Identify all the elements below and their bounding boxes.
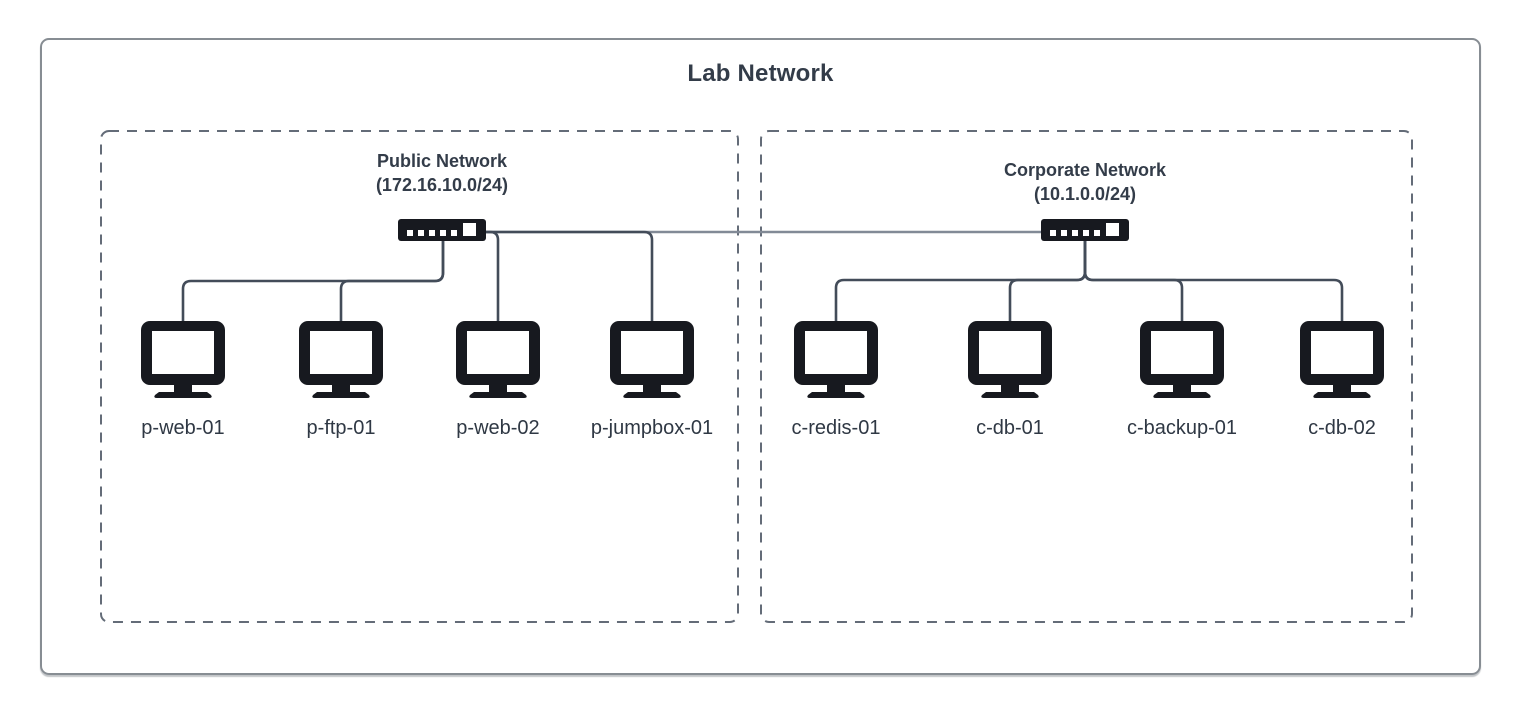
host-c-db-01: c-db-01 — [935, 321, 1085, 440]
monitor-icon — [610, 321, 694, 398]
monitor-icon — [141, 321, 225, 398]
public-network-dashed-border — [100, 130, 739, 623]
page-title: Lab Network — [687, 60, 834, 87]
corporate-network-cidr: (10.1.0.0/24) — [1033, 184, 1137, 204]
host-c-backup-01: c-backup-01 — [1107, 321, 1257, 440]
host-c-db-02: c-db-02 — [1267, 321, 1417, 440]
edge-c-db-01 — [1008, 241, 1087, 322]
edge-p-jumpbox-01 — [486, 230, 654, 322]
monitor-icon — [299, 321, 383, 398]
public-network-cidr: (172.16.10.0/24) — [375, 175, 509, 195]
host-c-redis-01: c-redis-01 — [761, 321, 911, 440]
host-label: c-backup-01 — [1126, 417, 1238, 439]
corporate-network-name: Corporate Network — [1003, 160, 1167, 180]
host-p-ftp-01: p-ftp-01 — [266, 321, 416, 440]
edge-c-redis-01 — [834, 241, 1087, 322]
corporate-network-label: Corporate Network (10.1.0.0/24) — [925, 158, 1245, 206]
lab-network-frame — [40, 38, 1481, 675]
host-label: c-db-01 — [976, 417, 1044, 439]
ethernet-switch-icon — [398, 219, 486, 241]
monitor-icon — [794, 321, 878, 398]
edge-c-db-02 — [1083, 241, 1344, 322]
monitor-icon — [456, 321, 540, 398]
host-label: p-web-02 — [456, 417, 540, 439]
monitor-icon — [968, 321, 1052, 398]
host-p-web-01: p-web-01 — [108, 321, 258, 440]
host-label: p-jumpbox-01 — [590, 417, 714, 439]
corporate-network-dashed-border — [760, 130, 1413, 623]
monitor-icon — [1140, 321, 1224, 398]
edge-p-ftp-01 — [339, 241, 445, 322]
host-p-web-02: p-web-02 — [423, 321, 573, 440]
monitor-icon — [1300, 321, 1384, 398]
public-network-name: Public Network — [376, 151, 508, 171]
host-label: p-web-01 — [141, 417, 225, 439]
public-network-label: Public Network (172.16.10.0/24) — [282, 149, 602, 197]
edge-p-web-02 — [486, 230, 500, 322]
edge-c-backup-01 — [1083, 241, 1184, 322]
host-p-jumpbox-01: p-jumpbox-01 — [577, 321, 727, 440]
host-label: c-db-02 — [1308, 417, 1376, 439]
host-label: c-redis-01 — [791, 417, 881, 439]
host-label: p-ftp-01 — [306, 417, 376, 439]
ethernet-switch-icon — [1041, 219, 1129, 241]
